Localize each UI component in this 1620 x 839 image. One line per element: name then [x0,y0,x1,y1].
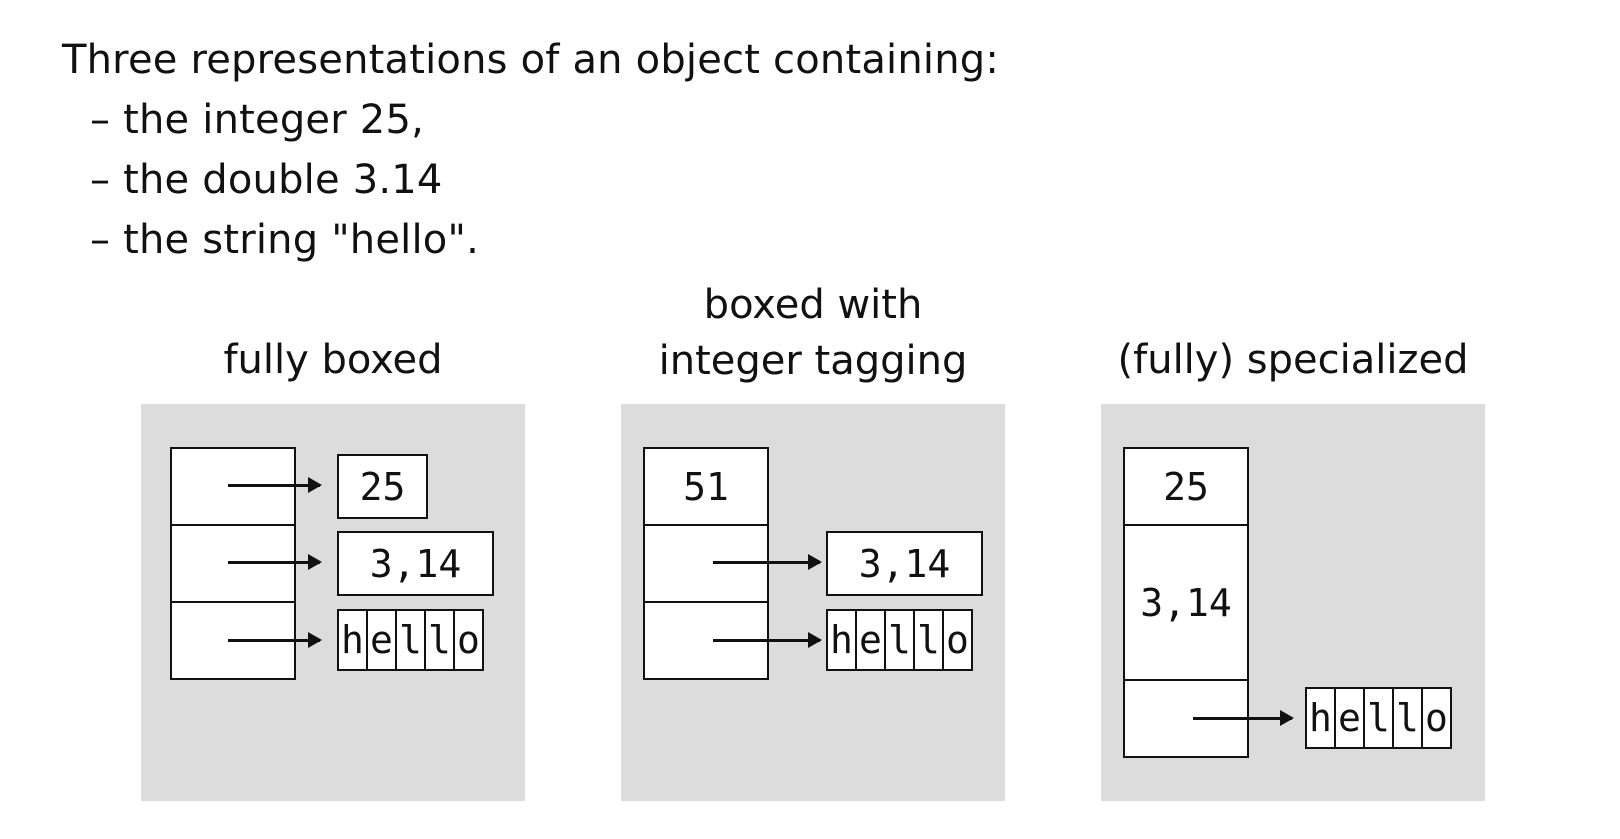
intro-item-integer: – the integer 25, [90,97,425,143]
intro-item-double: – the double 3.14 [90,157,443,203]
pointer-arrow-string [1193,710,1294,726]
panel-fully-boxed: 25 3,14 h e l l o [141,404,525,801]
panel-integer-tagging: 51 3,14 h e l l o [621,404,1005,801]
boxed-int-value: 25 [337,454,428,519]
string-char: o [453,609,484,671]
caption-fully-specialized: (fully) specialized [1117,337,1469,383]
string-char: e [366,609,397,671]
pointer-arrow-int [228,477,322,493]
boxed-string: h e l l o [337,609,484,671]
inline-double-slot: 3,14 [1123,524,1249,681]
string-char: h [337,609,368,671]
string-char: h [826,609,857,671]
string-char: o [1421,687,1452,749]
pointer-arrow-string [228,632,322,648]
string-char: l [395,609,426,671]
boxed-double-value: 3,14 [337,531,494,596]
caption-integer-tagging: boxed with integer tagging [658,282,968,384]
string-char: l [1392,687,1423,749]
inline-int-slot: 25 [1123,447,1249,526]
string-char: e [855,609,886,671]
pointer-arrow-string [713,632,822,648]
boxed-string: h e l l o [826,609,973,671]
string-char: o [942,609,973,671]
string-char: l [884,609,915,671]
string-char: l [424,609,455,671]
string-char: h [1305,687,1336,749]
pointer-arrow-double [228,554,322,570]
intro-heading: Three representations of an object conta… [62,37,1000,83]
panel-fully-specialized: 25 3,14 h e l l o [1101,404,1485,801]
boxed-double-value: 3,14 [826,531,983,596]
string-char: e [1334,687,1365,749]
intro-text: Three representations of an object conta… [62,30,999,270]
pointer-arrow-double [713,554,822,570]
boxed-string: h e l l o [1305,687,1452,749]
string-char: l [913,609,944,671]
intro-item-string: – the string "hello". [90,217,479,263]
caption-fully-boxed: fully boxed [223,337,443,383]
tagged-int-slot: 51 [643,447,769,526]
string-char: l [1363,687,1394,749]
